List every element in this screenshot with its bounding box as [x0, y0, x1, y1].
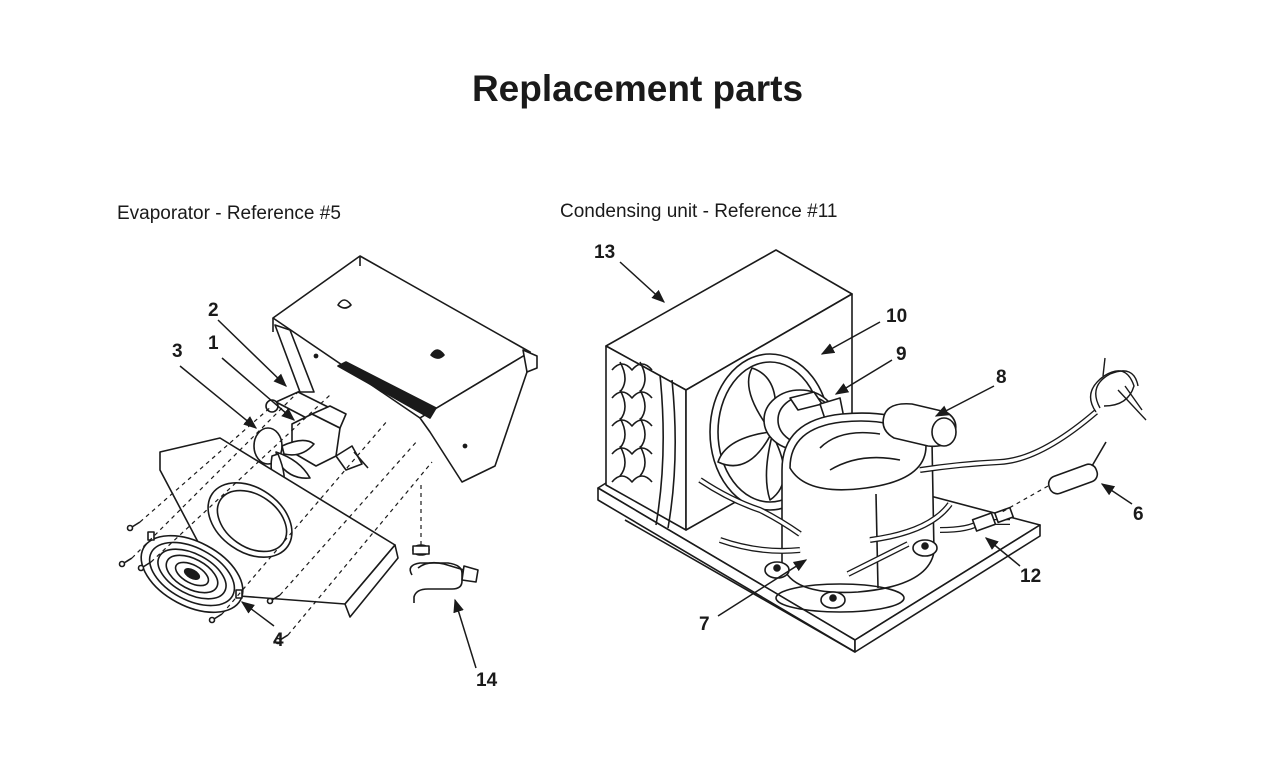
callout-7: 7 — [699, 614, 710, 635]
evaporator-drain-hose — [409, 544, 479, 603]
callout-1: 1 — [208, 333, 219, 354]
evaporator-drawing — [118, 255, 538, 645]
callout-14: 14 — [476, 670, 498, 691]
service-valve — [971, 506, 1015, 532]
condensing-unit-drawing — [597, 249, 1147, 653]
leader-9 — [834, 359, 893, 395]
callout-10: 10 — [886, 306, 908, 327]
condensing-dashed-line — [1001, 485, 1049, 513]
page-title: Replacement parts — [471, 68, 804, 109]
leader-2 — [217, 319, 287, 387]
leader-8 — [934, 385, 995, 417]
callout-3: 3 — [172, 341, 183, 362]
condensing-unit-section-label: Condensing unit - Reference #11 — [560, 201, 838, 222]
callout-8: 8 — [996, 367, 1007, 388]
leader-13 — [619, 261, 665, 303]
evaporator-section-label: Evaporator - Reference #5 — [117, 203, 341, 224]
evaporator-fan-motor — [265, 391, 369, 471]
callout-2: 2 — [208, 300, 219, 321]
callout-12: 12 — [1020, 566, 1042, 587]
evaporator-screws — [118, 521, 289, 645]
callout-13: 13 — [594, 242, 616, 263]
leader-14 — [453, 598, 477, 669]
callout-6: 6 — [1133, 504, 1144, 525]
callout-4: 4 — [273, 630, 284, 651]
capillary-tube — [1089, 357, 1147, 421]
callout-9: 9 — [896, 344, 907, 365]
evaporator-housing — [272, 255, 538, 483]
condensing-tubing-inner — [699, 410, 1098, 576]
leader-1 — [221, 357, 296, 421]
evaporator-fan-guard — [140, 531, 244, 614]
leader-10 — [820, 321, 881, 355]
leader-4 — [240, 601, 275, 627]
filter-drier — [1047, 441, 1107, 495]
leader-3 — [179, 365, 258, 429]
leader-6 — [1100, 483, 1133, 505]
leader-7 — [717, 559, 808, 617]
callout-leaders — [179, 261, 1133, 669]
leader-12 — [984, 537, 1021, 567]
